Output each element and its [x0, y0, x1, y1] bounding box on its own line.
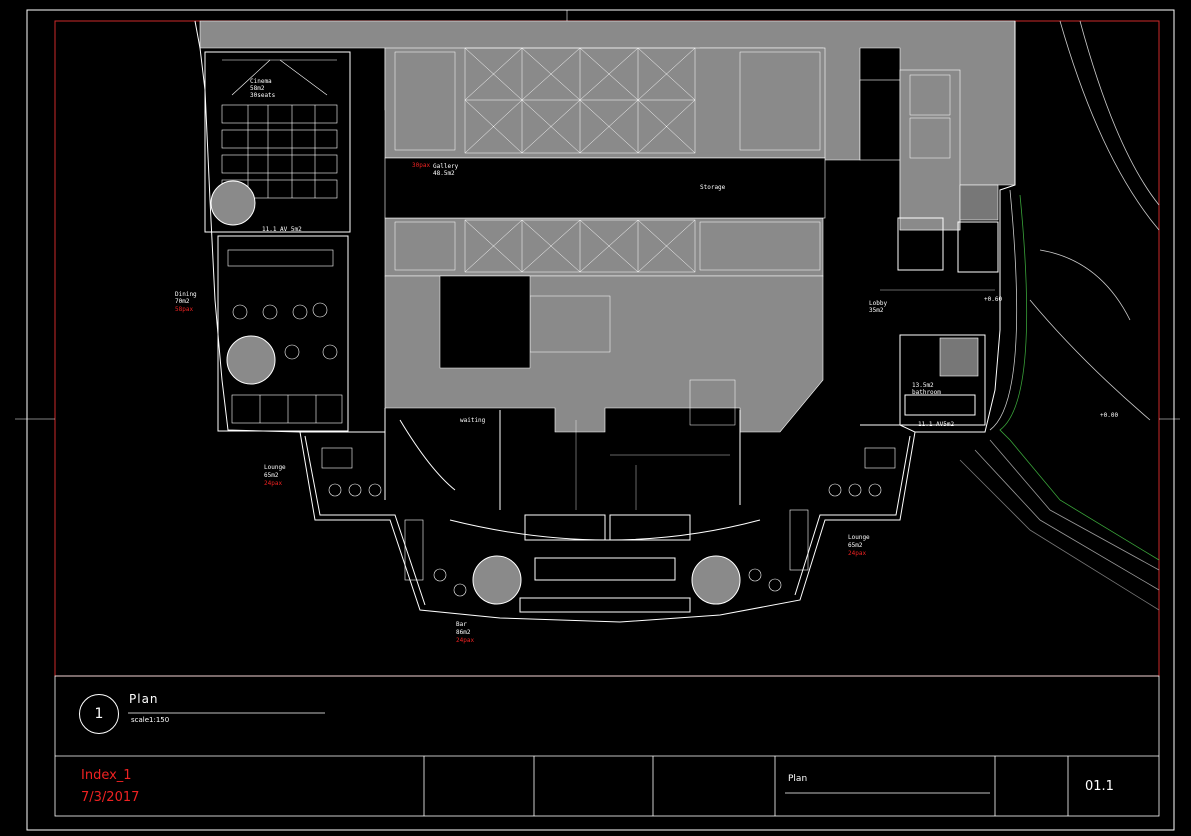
- av-right-label: 11.1 AV5m2: [918, 421, 955, 428]
- title-block: [54, 675, 1160, 817]
- lounge-left-name: Lounge: [264, 464, 286, 471]
- lounge-chairs: [321, 447, 896, 597]
- gallery-pax: 30pax: [412, 162, 431, 169]
- storage-label: Storage: [700, 184, 726, 191]
- waiting-label: waiting: [460, 417, 486, 424]
- cinema-seats: [221, 59, 338, 199]
- dining-tables: [227, 249, 343, 424]
- bar-name: Bar: [456, 621, 467, 628]
- lounge-right-name: Lounge: [848, 534, 870, 541]
- drawing-name: Plan: [788, 774, 808, 784]
- gallery-name: Gallery: [433, 163, 459, 170]
- cinema-name: Cinema: [250, 78, 272, 85]
- shaft-boxes: [394, 47, 951, 426]
- index-label: Index_1: [81, 768, 132, 783]
- dining-name: Dining: [175, 291, 197, 298]
- cinema-seats: 30seats: [250, 92, 276, 99]
- left-wing: [194, 20, 385, 433]
- plan-title: Plan: [129, 692, 159, 706]
- dining-pax: 58pax: [175, 306, 194, 313]
- sheet-number: 01.1: [1085, 779, 1114, 794]
- lounge-left-area: 65m2: [264, 472, 279, 479]
- gallery-area: 48.5m2: [433, 170, 455, 177]
- bar-and-lounge-outline: [299, 408, 916, 623]
- bar-area: 86m2: [456, 629, 471, 636]
- av-room-label: 11.1 AV 5m2: [262, 226, 302, 233]
- landscape-curves: [959, 20, 1160, 611]
- date-label: 7/3/2017: [81, 790, 140, 805]
- plan-scale: scale1:150: [131, 716, 170, 724]
- level-mark: +0.60: [984, 296, 1003, 303]
- plan-number-circle: 1: [79, 694, 119, 734]
- sheet-frame: [26, 9, 1175, 831]
- bar-pax: 24pax: [456, 637, 475, 644]
- bathroom-label: bathroom: [912, 389, 941, 396]
- lobby-area: 35m2: [869, 307, 884, 314]
- lounge-right-area: 65m2: [848, 542, 863, 549]
- lounge-left-pax: 24pax: [264, 480, 283, 487]
- cinema-area: 58m2: [250, 85, 265, 92]
- lobby-name: Lobby: [869, 300, 888, 307]
- dining-area: 70m2: [175, 298, 190, 305]
- level-mark-2: +0.00: [1100, 412, 1119, 419]
- core-building: [199, 20, 1016, 433]
- lounge-right-pax: 24pax: [848, 550, 867, 557]
- round-columns: [210, 180, 741, 605]
- right-wing: [897, 21, 1016, 433]
- bathroom-area: 13.5m2: [912, 382, 934, 389]
